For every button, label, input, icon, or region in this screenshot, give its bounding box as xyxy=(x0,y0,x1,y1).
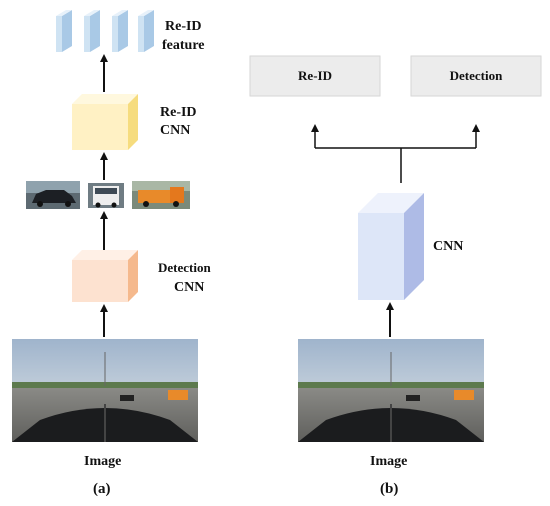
feature-block-1 xyxy=(56,10,72,52)
image-label-a: Image xyxy=(84,454,121,469)
reid-cnn-cube xyxy=(72,94,138,150)
caption-b: (b) xyxy=(380,481,398,497)
detection-head-box xyxy=(410,55,542,97)
panel-a: Re-ID feature Re-ID CNN xyxy=(12,10,211,497)
feature-block-2 xyxy=(84,10,100,52)
reid-feature-blocks xyxy=(56,10,154,52)
feature-block-3 xyxy=(112,10,128,52)
vehicle-crops xyxy=(26,181,190,209)
feature-block-4 xyxy=(138,10,154,52)
detection-cnn-label-line2: CNN xyxy=(174,280,204,295)
reid-feature-label-line2: feature xyxy=(162,38,205,53)
input-image-b xyxy=(298,339,484,442)
branch-connector xyxy=(311,124,480,183)
vehicle-crop-truck xyxy=(132,181,190,209)
detection-cnn-cube xyxy=(72,250,138,302)
detection-cnn-label-line1: Detection xyxy=(158,260,211,275)
vehicle-crop-van xyxy=(88,183,124,208)
cnn-label-b: CNN xyxy=(433,239,463,254)
vehicle-crop-sedan xyxy=(26,181,80,209)
reid-cnn-label-line1: Re-ID xyxy=(160,105,197,120)
reid-feature-label-line1: Re-ID xyxy=(165,19,202,34)
reid-head-label: Re-ID xyxy=(298,68,332,83)
reid-head-box xyxy=(249,55,381,97)
input-image-a xyxy=(12,339,198,442)
detection-head-label: Detection xyxy=(450,68,503,83)
panel-b: Re-ID Detection CNN xyxy=(249,55,542,497)
caption-a: (a) xyxy=(93,481,111,497)
image-label-b: Image xyxy=(370,454,407,469)
shared-cnn-cube xyxy=(358,193,424,300)
reid-cnn-label-line2: CNN xyxy=(160,123,190,138)
